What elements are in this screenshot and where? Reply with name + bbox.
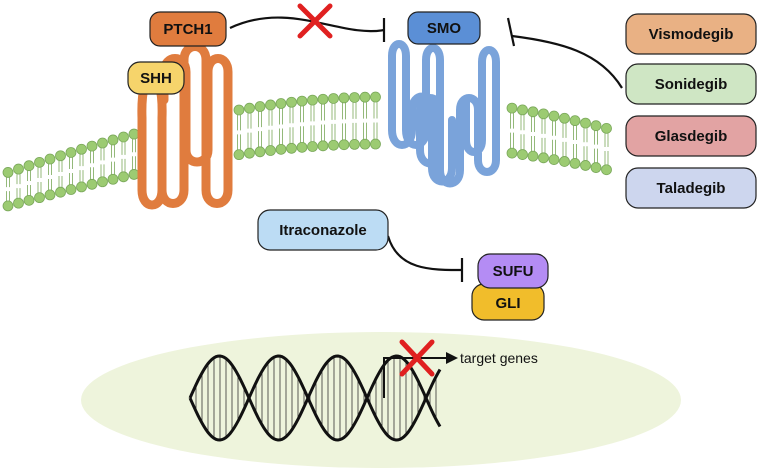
- transcription-block-cross-icon: [399, 339, 435, 377]
- ptch1-box: PTCH1: [149, 11, 227, 47]
- smo-label: SMO: [427, 20, 462, 37]
- sufu-label: SUFU: [493, 263, 534, 280]
- drugs-inhibit-smo-bar: [506, 17, 516, 47]
- shh-label: SHH: [140, 70, 172, 87]
- drug-glasdegib-label: Glasdegib: [655, 128, 728, 145]
- drug-sonidegib-box: Sonidegib: [625, 63, 757, 105]
- drug-vismodegib-label: Vismodegib: [649, 26, 734, 43]
- smo-box: SMO: [407, 11, 481, 45]
- transcription-arrow-head: [446, 352, 458, 364]
- drug-glasdegib-box: Glasdegib: [625, 115, 757, 157]
- gli-label: GLI: [496, 295, 521, 312]
- itraconazole-label: Itraconazole: [279, 222, 367, 239]
- ptch1-label: PTCH1: [163, 21, 212, 38]
- ptch1-block-cross-icon: [297, 3, 333, 39]
- dna-helix: [188, 354, 442, 442]
- cell-membrane: [2, 91, 612, 212]
- drug-taladegib-box: Taladegib: [625, 167, 757, 209]
- gli-box: GLI: [471, 283, 545, 321]
- transcription-arrow: [383, 357, 446, 398]
- drug-taladegib-label: Taladegib: [657, 180, 726, 197]
- sufu-box: SUFU: [477, 253, 549, 289]
- ptch1-transmembrane-coil: [137, 42, 233, 210]
- drug-vismodegib-box: Vismodegib: [625, 13, 757, 55]
- target-genes-label: target genes: [460, 350, 538, 366]
- nucleus-region: [81, 332, 681, 468]
- smo-transmembrane-coil: [388, 40, 500, 188]
- itraconazole-inhibits-gli-line: [386, 235, 463, 272]
- shh-box: SHH: [127, 61, 185, 95]
- itraconazole-box: Itraconazole: [257, 209, 389, 251]
- drugs-inhibit-smo-line: [511, 34, 623, 89]
- drug-sonidegib-label: Sonidegib: [655, 76, 728, 93]
